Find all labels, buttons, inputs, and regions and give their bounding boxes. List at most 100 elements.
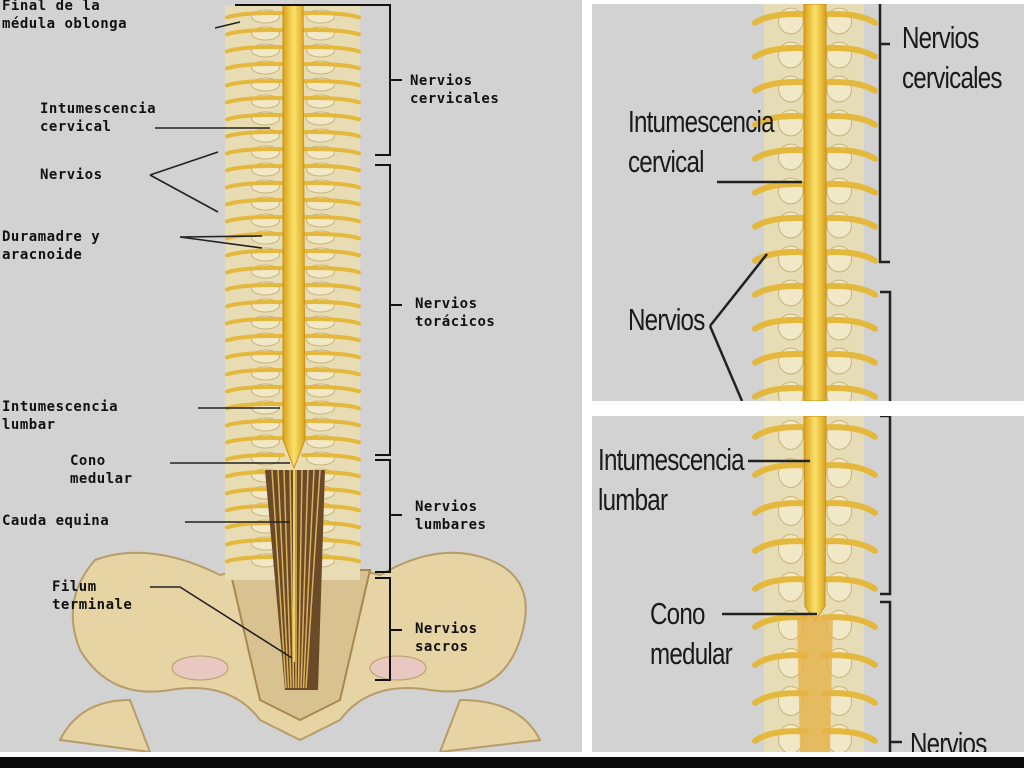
nerve-root (752, 214, 810, 230)
nerve-root (301, 316, 361, 326)
nerve-root (752, 180, 810, 196)
nerve-root (752, 10, 810, 26)
nerve-root (820, 282, 878, 298)
nerve-root (752, 44, 810, 60)
label-nervios: Nervios (40, 167, 103, 183)
zoom-top-label-nervios: Nervios (628, 302, 705, 337)
nerve-root (752, 424, 810, 440)
nerve-root (301, 299, 361, 309)
nerve-root (820, 316, 878, 332)
nerve-root (820, 10, 878, 26)
nerve-root (301, 265, 361, 275)
nerve-root (301, 44, 361, 54)
nerve-root (301, 248, 361, 258)
nerve-root (301, 350, 361, 360)
nerve-root (225, 265, 285, 275)
nerve-root (820, 44, 878, 60)
nerve-root (820, 248, 878, 264)
nerve-root (752, 248, 810, 264)
nerve-root (225, 61, 285, 71)
nerve-root (301, 61, 361, 71)
zoom-cervical-illustration (708, 4, 892, 401)
nerve-root (301, 180, 361, 190)
nerve-root (225, 299, 285, 309)
nerve-root (752, 146, 810, 162)
cauda-strand (283, 469, 292, 689)
nerve-root (225, 95, 285, 105)
nerve-root (301, 333, 361, 343)
nerve-root (225, 146, 285, 156)
nerve-root (225, 248, 285, 258)
nerve-root (820, 384, 878, 400)
nerve-root (301, 146, 361, 156)
nerve-root (752, 350, 810, 366)
label-cauda-equina: Cauda equina (2, 513, 110, 529)
nerve-root (820, 538, 878, 554)
nerve-root (225, 367, 285, 377)
nerve-root (820, 146, 878, 162)
zoom-bottom-label-nervios-partial: Nervios (910, 726, 987, 752)
nerve-root (301, 367, 361, 377)
nerve-root (752, 78, 810, 94)
nerve-root (225, 197, 285, 207)
zoom-bottom-lines (722, 416, 902, 752)
nerve-root (225, 435, 285, 445)
nerve-root (225, 78, 285, 88)
nerve-root (225, 316, 285, 326)
nerve-root (225, 27, 285, 37)
nerve-root (301, 27, 361, 37)
nerve-root (301, 10, 361, 20)
nerve-root (752, 316, 810, 332)
nerve-root (225, 350, 285, 360)
nerve-root (301, 401, 361, 411)
nerve-root (301, 418, 361, 428)
cauda-strand (289, 469, 295, 689)
nerve-root (225, 418, 285, 428)
bottom-black-strip (0, 757, 1024, 768)
spinal-cord (282, 4, 306, 470)
nerve-root (225, 10, 285, 20)
nerve-root (752, 282, 810, 298)
nerve-root (301, 95, 361, 105)
nerve-root (752, 500, 810, 516)
nerve-root (225, 384, 285, 394)
cauda-strand (271, 469, 287, 689)
cauda-strand (297, 469, 303, 689)
nerve-root (752, 384, 810, 400)
nerve-root (301, 231, 361, 241)
nerve-root (301, 384, 361, 394)
nerve-root (301, 163, 361, 173)
nerve-root (301, 197, 361, 207)
nerve-root (820, 576, 878, 592)
nerve-root (225, 163, 285, 173)
nerve-root (225, 112, 285, 122)
region-brackets (235, 4, 402, 681)
cauda-strand (305, 469, 321, 689)
nerve-root (301, 78, 361, 88)
nerve-root (301, 129, 361, 139)
nerve-root (225, 214, 285, 224)
nerve-root (820, 180, 878, 196)
nerve-root (301, 282, 361, 292)
nerve-root (301, 112, 361, 122)
nerve-root (301, 214, 361, 224)
cauda-strand (300, 469, 309, 689)
nerve-root (225, 44, 285, 54)
zoom-top-lines (708, 4, 892, 401)
nerve-root (752, 538, 810, 554)
nerve-root (225, 452, 285, 462)
nerve-root (301, 435, 361, 445)
nerve-root (225, 333, 285, 343)
